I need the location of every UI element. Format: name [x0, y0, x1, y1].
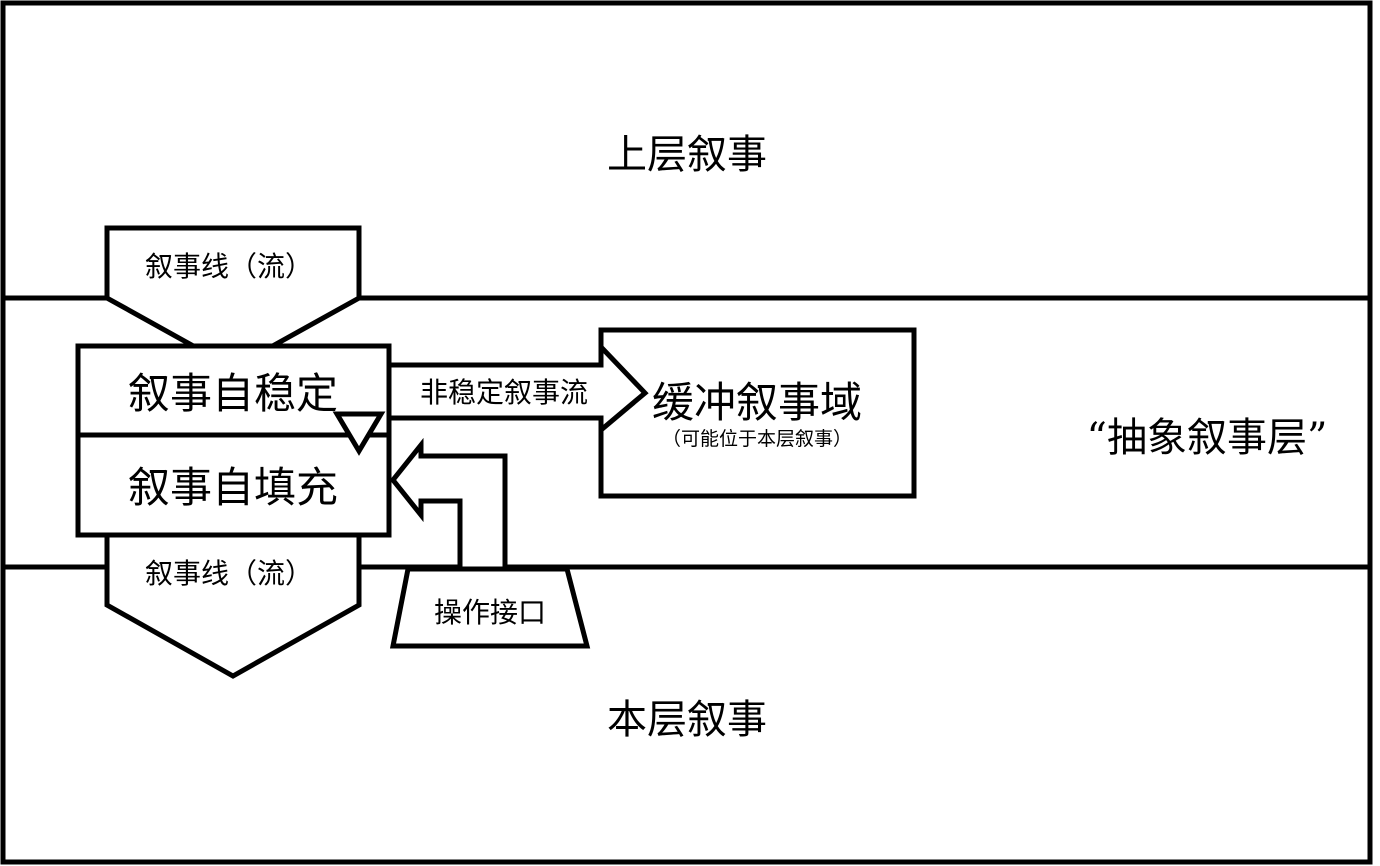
operation-feedback-arrow	[389, 437, 508, 572]
narrative-line-bottom-label: 叙事线（流）	[145, 557, 313, 590]
narrative-line-top-label: 叙事线（流）	[145, 250, 313, 283]
buffer-domain-subtitle: （可能位于本层叙事）	[662, 428, 852, 450]
buffer-domain-box	[598, 327, 917, 499]
upper-layer-title: 上层叙事	[607, 132, 767, 178]
operation-interface-label: 操作接口	[434, 596, 546, 629]
unstable-flow-arrow	[386, 340, 649, 436]
self-stabilize-box	[75, 343, 392, 438]
self-stabilize-label: 叙事自稳定	[128, 369, 338, 418]
operation-interface-shape	[389, 566, 591, 649]
self-fill-label: 叙事自填充	[128, 463, 338, 512]
narrative-line-top-shape	[104, 225, 362, 371]
unstable-flow-label: 非稳定叙事流	[420, 376, 588, 409]
triangle-marker-icon	[332, 411, 386, 456]
buffer-domain-title: 缓冲叙事域	[652, 378, 862, 427]
self-fill-box	[75, 432, 392, 538]
lower-layer-title: 本层叙事	[607, 697, 767, 743]
abstract-layer-title: “抽象叙事层”	[1087, 415, 1328, 461]
